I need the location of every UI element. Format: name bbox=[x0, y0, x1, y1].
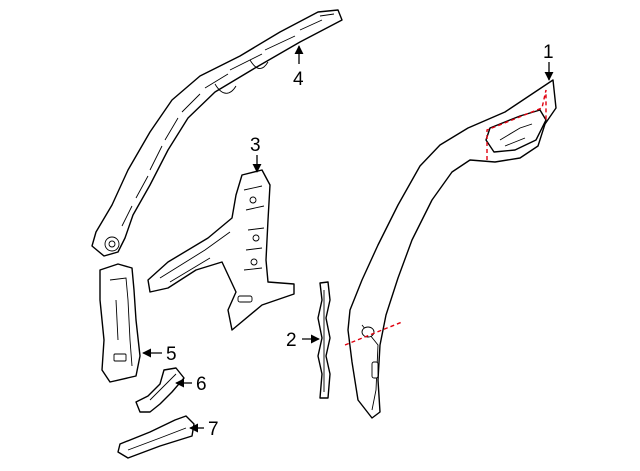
callout-1: 1 bbox=[543, 42, 554, 63]
part-7-lower-reinforcement bbox=[117, 415, 195, 459]
part-3-center-pillar bbox=[147, 169, 295, 331]
part-1-body-side-outer bbox=[347, 79, 557, 419]
callout-2: 2 bbox=[286, 330, 297, 351]
leader-lines bbox=[142, 45, 554, 433]
callout-3: 3 bbox=[250, 135, 261, 156]
callout-5: 5 bbox=[166, 344, 177, 365]
part-6-bracket bbox=[135, 367, 185, 413]
part-5-lower-pillar-inner bbox=[99, 263, 141, 383]
part-4-roof-rail bbox=[91, 9, 343, 257]
callout-4: 4 bbox=[293, 69, 304, 90]
callout-7: 7 bbox=[208, 419, 219, 440]
callout-6: 6 bbox=[196, 374, 207, 395]
part-2-reinforcement bbox=[317, 281, 331, 399]
cut-line-lower bbox=[344, 321, 403, 346]
